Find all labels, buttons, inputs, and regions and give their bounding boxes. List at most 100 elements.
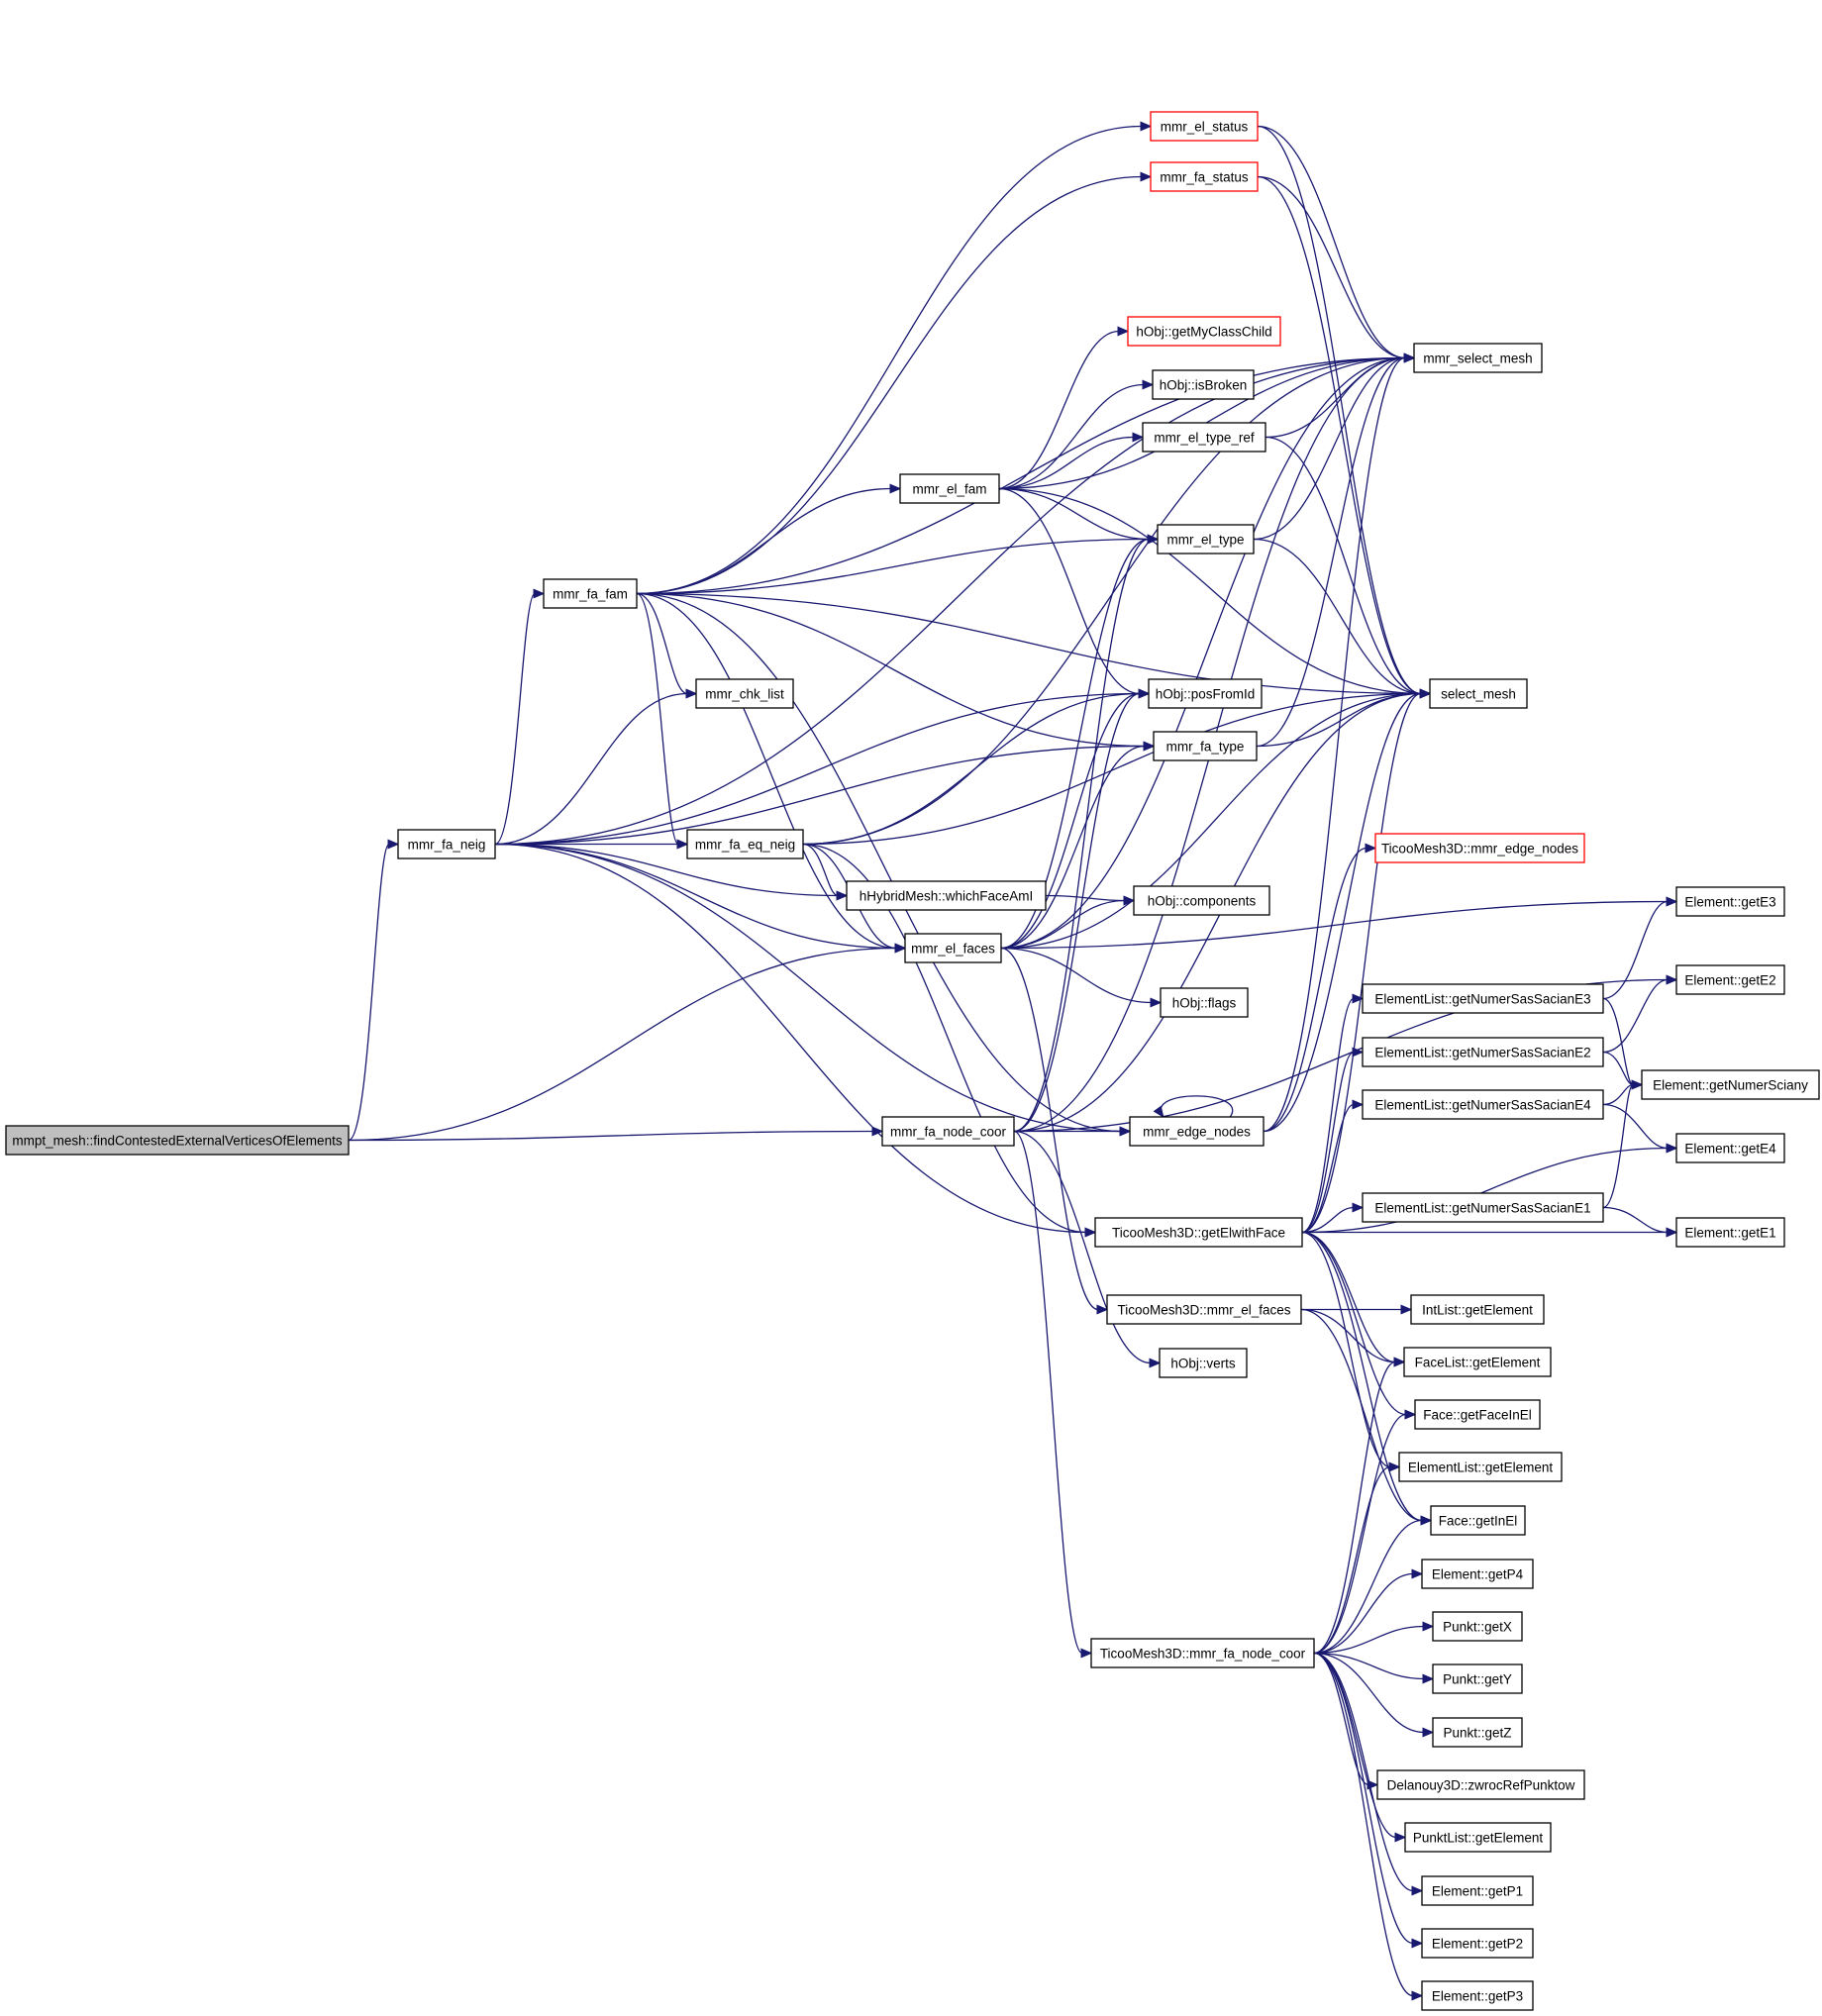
edge-t-fa-node-coor-to-punkt-getx	[1313, 1621, 1435, 1655]
edge-el-getnse1-to-element-getnumersciany	[1602, 1079, 1644, 1209]
node-select-mesh-mmr[interactable]: mmr_select_mesh	[1413, 343, 1543, 373]
edge-fa-fam-to-fa-eq-neig	[636, 592, 689, 850]
node-el-getnse4[interactable]: ElementList::getNumerSasSacianE4	[1362, 1089, 1604, 1120]
node-label: Punkt::getY	[1443, 1672, 1512, 1687]
node-label: mmr_el_fam	[912, 482, 986, 497]
node-t-el-faces[interactable]: TicooMesh3D::mmr_el_faces	[1106, 1294, 1302, 1325]
node-el-faces[interactable]: mmr_el_faces	[904, 933, 1002, 963]
node-fa-node-coor[interactable]: mmr_fa_node_coor	[881, 1116, 1015, 1147]
edge-el-status-to-select-mesh-mmr	[1257, 125, 1416, 363]
node-flags[interactable]: hObj::flags	[1160, 987, 1249, 1018]
node-element-getp3[interactable]: Element::getP3	[1421, 1980, 1534, 2011]
node-label: Element::getE4	[1684, 1142, 1776, 1157]
node-edge-nodes[interactable]: mmr_edge_nodes	[1129, 1116, 1265, 1147]
node-label: hObj::isBroken	[1160, 378, 1248, 393]
node-element-getnumersciany[interactable]: Element::getNumerSciany	[1641, 1069, 1820, 1100]
edge-t-fa-node-coor-to-element-getp4	[1313, 1568, 1424, 1655]
node-punkt-getz[interactable]: Punkt::getZ	[1432, 1717, 1523, 1748]
node-posfromid[interactable]: hObj::posFromId	[1148, 678, 1263, 709]
node-element-gete4[interactable]: Element::getE4	[1675, 1133, 1785, 1163]
node-label: mmr_fa_type	[1166, 740, 1245, 755]
node-el-status[interactable]: mmr_el_status	[1150, 111, 1259, 142]
edge-root-to-el-faces	[348, 943, 907, 1142]
node-label: ElementList::getNumerSasSacianE4	[1374, 1098, 1591, 1113]
node-whichfaceami[interactable]: hHybridMesh::whichFaceAmI	[846, 880, 1047, 911]
node-facelist-getelement[interactable]: FaceList::getElement	[1403, 1347, 1552, 1377]
node-el-type-ref[interactable]: mmr_el_type_ref	[1142, 422, 1266, 453]
node-label: ElementList::getNumerSasSacianE2	[1374, 1046, 1590, 1060]
node-label: mmpt_mesh::findContestedExternalVertices…	[12, 1134, 342, 1149]
node-label: Delanouy3D::zwrocRefPunktow	[1387, 1778, 1575, 1793]
node-label: mmr_chk_list	[705, 687, 784, 702]
edge-el-fam-to-select-mesh	[998, 487, 1432, 699]
node-el-fam[interactable]: mmr_el_fam	[899, 473, 1000, 504]
edge-t-fa-node-coor-to-punkt-getz	[1313, 1652, 1435, 1738]
node-fa-status[interactable]: mmr_fa_status	[1150, 161, 1259, 192]
edge-el-fam-to-getmyclasschild	[998, 326, 1130, 490]
edge-t-fa-node-coor-to-element-getp1	[1313, 1652, 1424, 1896]
node-isbroken[interactable]: hObj::isBroken	[1152, 369, 1255, 400]
edge-fa-node-coor-to-el-type	[1013, 534, 1160, 1133]
edge-el-getnse3-to-element-gete3	[1602, 896, 1678, 1000]
node-element-gete2[interactable]: Element::getE2	[1675, 964, 1785, 995]
node-element-getp1[interactable]: Element::getP1	[1421, 1875, 1534, 1906]
node-root[interactable]: mmpt_mesh::findContestedExternalVertices…	[5, 1125, 350, 1156]
edges-layer	[348, 121, 1678, 2001]
node-verts[interactable]: hObj::verts	[1159, 1348, 1248, 1378]
node-element-gete1[interactable]: Element::getE1	[1675, 1217, 1785, 1248]
node-zwrocrefpunktow[interactable]: Delanouy3D::zwrocRefPunktow	[1376, 1769, 1585, 1800]
node-element-gete3[interactable]: Element::getE3	[1675, 886, 1785, 917]
node-getmyclasschild[interactable]: hObj::getMyClassChild	[1127, 316, 1281, 347]
node-element-getp4[interactable]: Element::getP4	[1421, 1559, 1534, 1589]
node-element-getp2[interactable]: Element::getP2	[1421, 1928, 1534, 1959]
node-label: mmr_fa_node_coor	[890, 1125, 1007, 1140]
node-punkt-gety[interactable]: Punkt::getY	[1432, 1663, 1523, 1694]
edge-el-getnse4-to-element-gete4	[1602, 1103, 1678, 1154]
edge-getelwithface-to-el-getnse2	[1301, 1047, 1365, 1234]
edge-t-el-faces-to-facelist-getelement	[1300, 1308, 1406, 1367]
node-el-type[interactable]: mmr_el_type	[1157, 524, 1255, 554]
edge-fa-fam-to-chk-list	[636, 592, 698, 699]
node-el-getnse2[interactable]: ElementList::getNumerSasSacianE2	[1362, 1037, 1604, 1067]
edge-root-to-fa-node-coor	[348, 1126, 884, 1142]
node-face-getinel[interactable]: Face::getInEl	[1430, 1505, 1526, 1536]
edge-fa-fam-to-el-fam	[636, 483, 902, 595]
node-chk-list[interactable]: mmr_chk_list	[695, 678, 794, 709]
edge-el-faces-to-fa-type	[1000, 741, 1156, 950]
edge-el-getnse2-to-element-gete2	[1602, 974, 1678, 1054]
node-select-mesh[interactable]: select_mesh	[1429, 678, 1528, 709]
node-getelwithface[interactable]: TicooMesh3D::getElwithFace	[1094, 1217, 1303, 1248]
node-label: mmr_el_type	[1166, 533, 1244, 548]
node-intlist-getelement[interactable]: IntList::getElement	[1410, 1294, 1545, 1325]
node-el-getnse3[interactable]: ElementList::getNumerSasSacianE3	[1362, 983, 1604, 1014]
edge-edge-nodes-to-t-edge-nodes	[1263, 843, 1377, 1133]
edge-fa-fam-to-fa-status	[636, 171, 1153, 595]
node-fa-type[interactable]: mmr_fa_type	[1153, 731, 1258, 761]
node-t-edge-nodes[interactable]: TicooMesh3D::mmr_edge_nodes	[1374, 833, 1585, 863]
edge-getelwithface-to-select-mesh	[1301, 688, 1432, 1234]
node-el-getnse1[interactable]: ElementList::getNumerSasSacianE1	[1362, 1192, 1604, 1223]
node-label: mmr_fa_status	[1160, 170, 1249, 185]
node-fa-fam[interactable]: mmr_fa_fam	[543, 578, 638, 609]
node-t-fa-node-coor[interactable]: TicooMesh3D::mmr_fa_node_coor	[1090, 1638, 1315, 1668]
edge-edge-nodes-to-edge-nodes	[1153, 1095, 1234, 1119]
node-label: FaceList::getElement	[1415, 1356, 1541, 1370]
edge-root-to-fa-neig	[348, 839, 400, 1142]
edge-t-fa-node-coor-to-face-getinel	[1313, 1515, 1433, 1655]
node-components[interactable]: hObj::components	[1133, 885, 1270, 916]
node-punktlist-getelement[interactable]: PunktList::getElement	[1404, 1822, 1552, 1853]
node-elementlist-getelement[interactable]: ElementList::getElement	[1398, 1452, 1563, 1482]
edge-el-faces-to-element-gete3	[1000, 896, 1678, 950]
edge-t-el-faces-to-face-getinel	[1300, 1308, 1433, 1526]
node-label: mmr_fa_fam	[553, 587, 628, 602]
edge-fa-neig-to-fa-fam	[494, 588, 546, 846]
node-punkt-getx[interactable]: Punkt::getX	[1432, 1611, 1523, 1642]
edge-el-fam-to-el-type-ref	[998, 432, 1145, 490]
edge-t-fa-node-coor-to-facelist-getelement	[1313, 1357, 1406, 1655]
node-fa-eq-neig[interactable]: mmr_fa_eq_neig	[686, 829, 804, 859]
node-face-getfaceinel[interactable]: Face::getFaceInEl	[1414, 1399, 1541, 1430]
edge-t-fa-node-coor-to-punktlist-getelement	[1313, 1652, 1407, 1843]
node-fa-neig[interactable]: mmr_fa_neig	[397, 829, 496, 859]
edge-t-el-faces-to-intlist-getelement	[1301, 1304, 1413, 1315]
node-label: mmr_fa_eq_neig	[695, 838, 795, 853]
